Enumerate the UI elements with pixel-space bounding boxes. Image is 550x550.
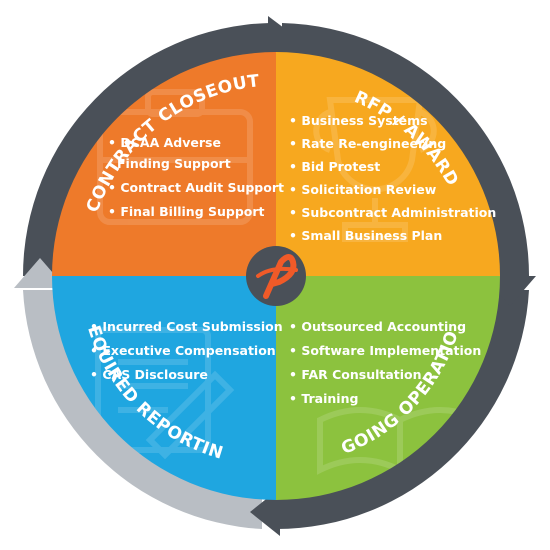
list-item: • Executive Compensation — [90, 343, 276, 358]
trophy-icon — [313, 97, 437, 242]
list-contract-closeout: • DCAA Adverse Finding Support • Contrac… — [108, 135, 284, 219]
list-item: • Solicitation Review — [289, 182, 437, 197]
arrow-head-bottom-icon — [250, 488, 280, 536]
list-item: Finding Support — [117, 156, 231, 171]
ring-segment-contract-closeout — [22, 23, 271, 276]
ring-segment-required-reporting — [23, 290, 262, 529]
list-item: • DCAA Adverse — [108, 135, 221, 150]
list-item: • Subcontract Administration — [289, 205, 496, 220]
center-hub — [246, 246, 306, 306]
list-item: • Final Billing Support — [108, 204, 265, 219]
outer-ring — [14, 16, 536, 536]
document-pencil-icon — [95, 327, 235, 460]
list-item: • Bid Protest — [289, 159, 380, 174]
list-item: • Rate Re-engineering — [289, 136, 446, 151]
ring-segment-rfp-award — [282, 23, 530, 276]
list-item: • Incurred Cost Submission — [90, 319, 283, 334]
quadrants — [52, 52, 500, 500]
list-item: • Contract Audit Support — [108, 180, 284, 195]
list-item: • CAS Disclosure — [90, 367, 208, 382]
list-required-reporting: • Incurred Cost Submission • Executive C… — [90, 319, 283, 382]
list-ongoing-operations: • Outsourced Accounting • Software Imple… — [289, 319, 481, 406]
brand-swoosh-icon — [256, 254, 298, 299]
list-item: • Software Implementation — [289, 343, 481, 358]
list-item: • Business Systems — [289, 113, 428, 128]
list-item: • Outsourced Accounting — [289, 319, 466, 334]
list-item: • FAR Consultation — [289, 367, 422, 382]
list-item: • Training — [289, 391, 358, 406]
briefcase-icon — [97, 89, 253, 225]
list-item: • Small Business Plan — [289, 228, 442, 243]
list-rfp-award: • Business Systems • Rate Re-engineering… — [289, 113, 496, 243]
ring-segment-ongoing-operations — [276, 290, 529, 530]
